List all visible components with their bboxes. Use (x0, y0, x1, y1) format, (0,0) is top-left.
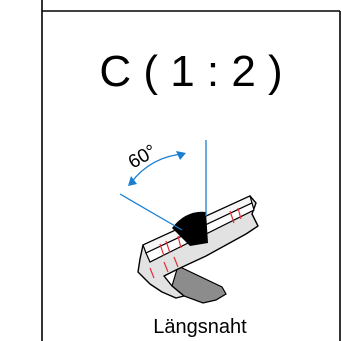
detail-title: C ( 1 : 2 ) (99, 47, 282, 96)
detail-caption: Längsnaht (153, 316, 247, 338)
section-hatch (149, 207, 242, 279)
detail-frame (41, 0, 341, 341)
angle-arrowheads (128, 151, 186, 186)
angle-label: 60° (125, 141, 160, 174)
weld-seam (172, 211, 208, 246)
weld-part-drawing (137, 195, 259, 304)
